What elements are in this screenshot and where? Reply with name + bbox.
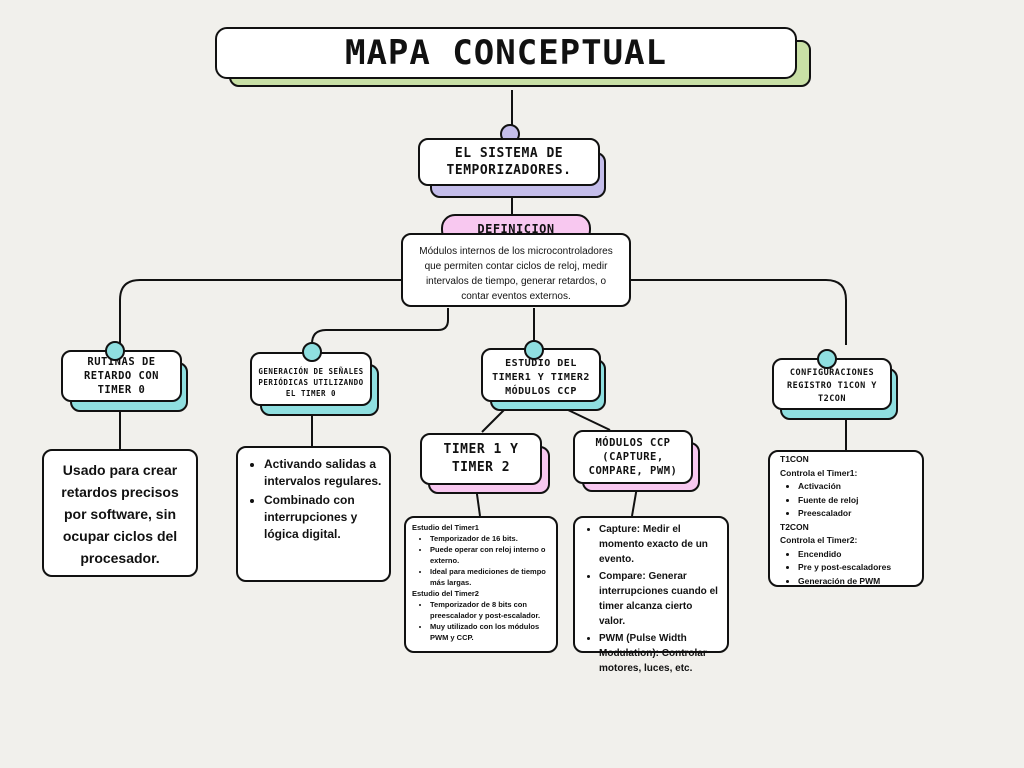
page-title: MAPA CONCEPTUAL (215, 27, 797, 79)
ccp-item: Capture: Medir el momento exacto de un e… (599, 522, 721, 567)
ccp-node: MÓDULOS CCP (CAPTURE, COMPARE, PWM) (573, 430, 693, 484)
rutinas-node: RUTINAS DE RETARDO CON TIMER 0 (61, 350, 182, 402)
t1con-item: Activación (798, 480, 912, 494)
definition-text: Módulos internos de los microcontrolador… (401, 233, 631, 307)
ccp-text: Capture: Medir el momento exacto de un e… (573, 516, 729, 674)
generacion-text: Activando salidas a intervalos regulares… (236, 446, 391, 582)
timer-text: Estudio del Timer1 Temporizador de 16 bi… (404, 516, 558, 653)
t1con-item: Fuente de reloj (798, 494, 912, 508)
timer2-item: Muy utilizado con los módulos PWM y CCP. (430, 621, 550, 643)
config-connector-dot (817, 349, 837, 369)
t1con-heading: T1CON (780, 454, 809, 464)
ccp-item: Compare: Generar interrupciones cuando e… (599, 569, 721, 629)
timer-node: TIMER 1 Y TIMER 2 (420, 433, 542, 485)
timer1-item: Puede operar con reloj interno o externo… (430, 544, 550, 566)
config-text: T1CON Controla el Timer1: Activación Fue… (768, 450, 924, 587)
generacion-node: GENERACIÓN DE SEÑALES PERIÓDICAS UTILIZA… (250, 352, 372, 406)
generacion-item: Activando salidas a intervalos regulares… (264, 456, 383, 490)
estudio-connector-dot (524, 340, 544, 360)
t1con-subheading: Controla el Timer1: (780, 467, 858, 478)
t2con-heading: T2CON (780, 521, 809, 532)
generacion-item: Combinado con interrupciones y lógica di… (264, 492, 383, 543)
t1con-item: Preescalador (798, 507, 912, 521)
main-node: EL SISTEMA DE TEMPORIZADORES. (418, 138, 600, 186)
timer1-heading: Estudio del Timer1 (412, 523, 479, 532)
generacion-connector-dot (302, 342, 322, 362)
timer1-item: Temporizador de 16 bits. (430, 533, 550, 544)
timer2-heading: Estudio del Timer2 (412, 589, 479, 598)
ccp-item: PWM (Pulse Width Modulation): Controlar … (599, 631, 721, 676)
rutinas-text: Usado para crear retardos precisos por s… (42, 449, 198, 577)
t2con-item: Pre y post-escaladores (798, 561, 912, 575)
t2con-item: Generación de PWM (798, 575, 912, 589)
timer1-item: Ideal para mediciones de tiempo más larg… (430, 566, 550, 588)
t2con-subheading: Controla el Timer2: (780, 535, 858, 545)
t2con-item: Encendido (798, 548, 912, 562)
rutinas-connector-dot (105, 341, 125, 361)
timer2-item: Temporizador de 8 bits con preescalador … (430, 599, 550, 621)
